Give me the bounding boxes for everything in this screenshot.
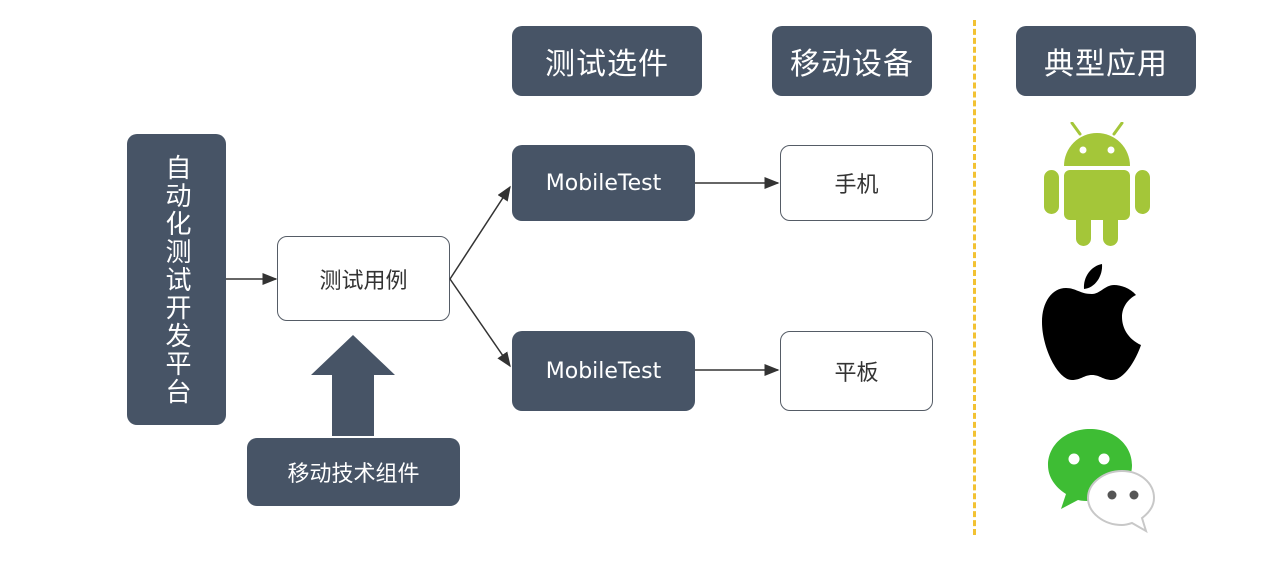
node-mobile-tech: 移动技术组件 [247, 438, 460, 506]
header-mobile-devices: 移动设备 [772, 26, 932, 96]
arrow-testcases-to-mobiletest-bottom [449, 278, 511, 368]
wechat-icon [1048, 429, 1156, 534]
node-mobiletest-bottom: MobileTest [512, 331, 695, 411]
dashed-divider [973, 20, 976, 535]
node-mobiletest-top: MobileTest [512, 145, 695, 221]
header-test-options: 测试选件 [512, 26, 702, 96]
android-icon [1044, 122, 1150, 246]
node-platform: 自动化测试开发平台 [127, 134, 226, 425]
arrow-mobiletech-to-testcases [311, 335, 395, 436]
apple-icon [1042, 264, 1141, 380]
node-phone: 手机 [780, 145, 933, 221]
node-test-cases: 测试用例 [277, 236, 450, 321]
header-typical-apps: 典型应用 [1016, 26, 1196, 96]
arrow-testcases-to-mobiletest-top [449, 185, 511, 280]
node-tablet: 平板 [780, 331, 933, 411]
